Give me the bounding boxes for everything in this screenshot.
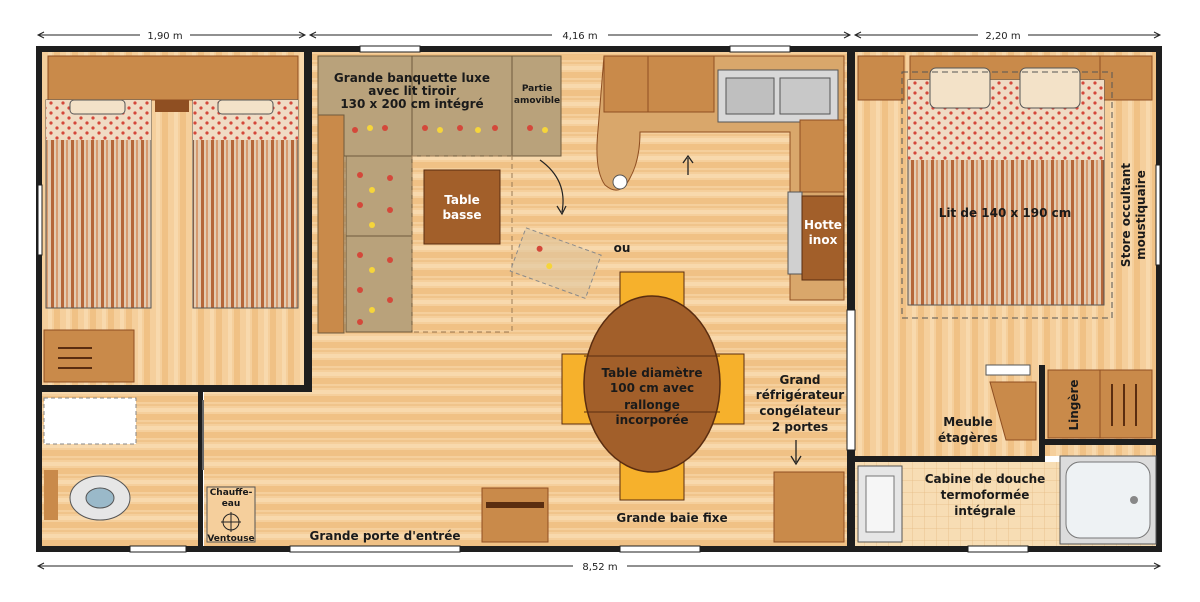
douche-label-3: intégrale — [954, 504, 1015, 518]
douche-label-1: Cabine de douche — [925, 472, 1046, 486]
partie-label-1: Partie — [522, 84, 552, 94]
table-basse-label-2: basse — [442, 208, 481, 222]
chauffe-label-2: eau — [222, 499, 241, 509]
walls — [36, 46, 1162, 552]
dimension-right: 2,20 m — [985, 31, 1020, 42]
coffee-table — [423, 169, 501, 245]
table-label-1: Table diamètre — [602, 366, 703, 380]
movable-part-alt — [509, 227, 602, 300]
dining-table — [583, 295, 721, 473]
banquette-label-3: 130 x 200 cm intégré — [340, 97, 483, 111]
baie-label: Grande baie fixe — [616, 511, 727, 525]
meuble-label-2: étagères — [938, 431, 998, 445]
store-label-1: Store occultant — [1119, 163, 1133, 267]
toilet-room — [43, 397, 204, 521]
table-label-2: 100 cm avec — [610, 381, 694, 395]
table-label-4: incorporée — [616, 413, 689, 427]
ou-label: ou — [614, 241, 631, 255]
frigo-label-3: congélateur — [759, 404, 840, 418]
table-basse-label-1: Table — [444, 193, 480, 207]
partie-label-2: amovible — [514, 96, 560, 106]
hood — [801, 195, 845, 281]
fridge — [773, 471, 845, 543]
banquette-label-1: Grande banquette luxe — [334, 71, 490, 85]
meuble-label-1: Meuble — [943, 415, 992, 429]
left-wardrobe — [43, 329, 135, 383]
cooktop — [787, 191, 803, 275]
bathroom — [857, 455, 1157, 545]
frigo-label-1: Grand — [780, 373, 821, 387]
store-label-2: moustiquaire — [1134, 170, 1148, 260]
dining-set — [561, 271, 745, 501]
ventouse-label: Ventouse — [207, 534, 254, 544]
dimension-left: 1,90 m — [147, 31, 182, 42]
windows — [37, 45, 1161, 553]
movable-area-outline — [411, 155, 513, 333]
frigo-label-4: 2 portes — [772, 420, 828, 434]
douche-label-2: termoformée — [941, 488, 1030, 502]
dimension-total: 8,52 m — [582, 562, 617, 573]
porte-label: Grande porte d'entrée — [310, 529, 461, 543]
hotte-label-1: Hotte — [804, 218, 842, 232]
frigo-label-2: réfrigérateur — [756, 388, 844, 402]
lingere-label: Lingère — [1067, 379, 1081, 430]
shelf-unit — [989, 381, 1037, 441]
right-bedroom — [857, 55, 1153, 441]
water-heater — [206, 486, 256, 543]
kitchen — [596, 55, 845, 301]
movable-arrow — [539, 159, 564, 213]
hotte-label-2: inox — [809, 233, 838, 247]
banquette-label-2: avec lit tiroir — [368, 84, 456, 98]
banquette — [317, 55, 562, 334]
chauffe-label-1: Chauffe- — [210, 488, 253, 498]
cabinet — [481, 487, 549, 543]
left-bedroom — [43, 55, 299, 383]
table-label-3: rallonge — [624, 398, 680, 412]
lit-label: Lit de 140 x 190 cm — [939, 206, 1072, 220]
dimension-middle: 4,16 m — [562, 31, 597, 42]
